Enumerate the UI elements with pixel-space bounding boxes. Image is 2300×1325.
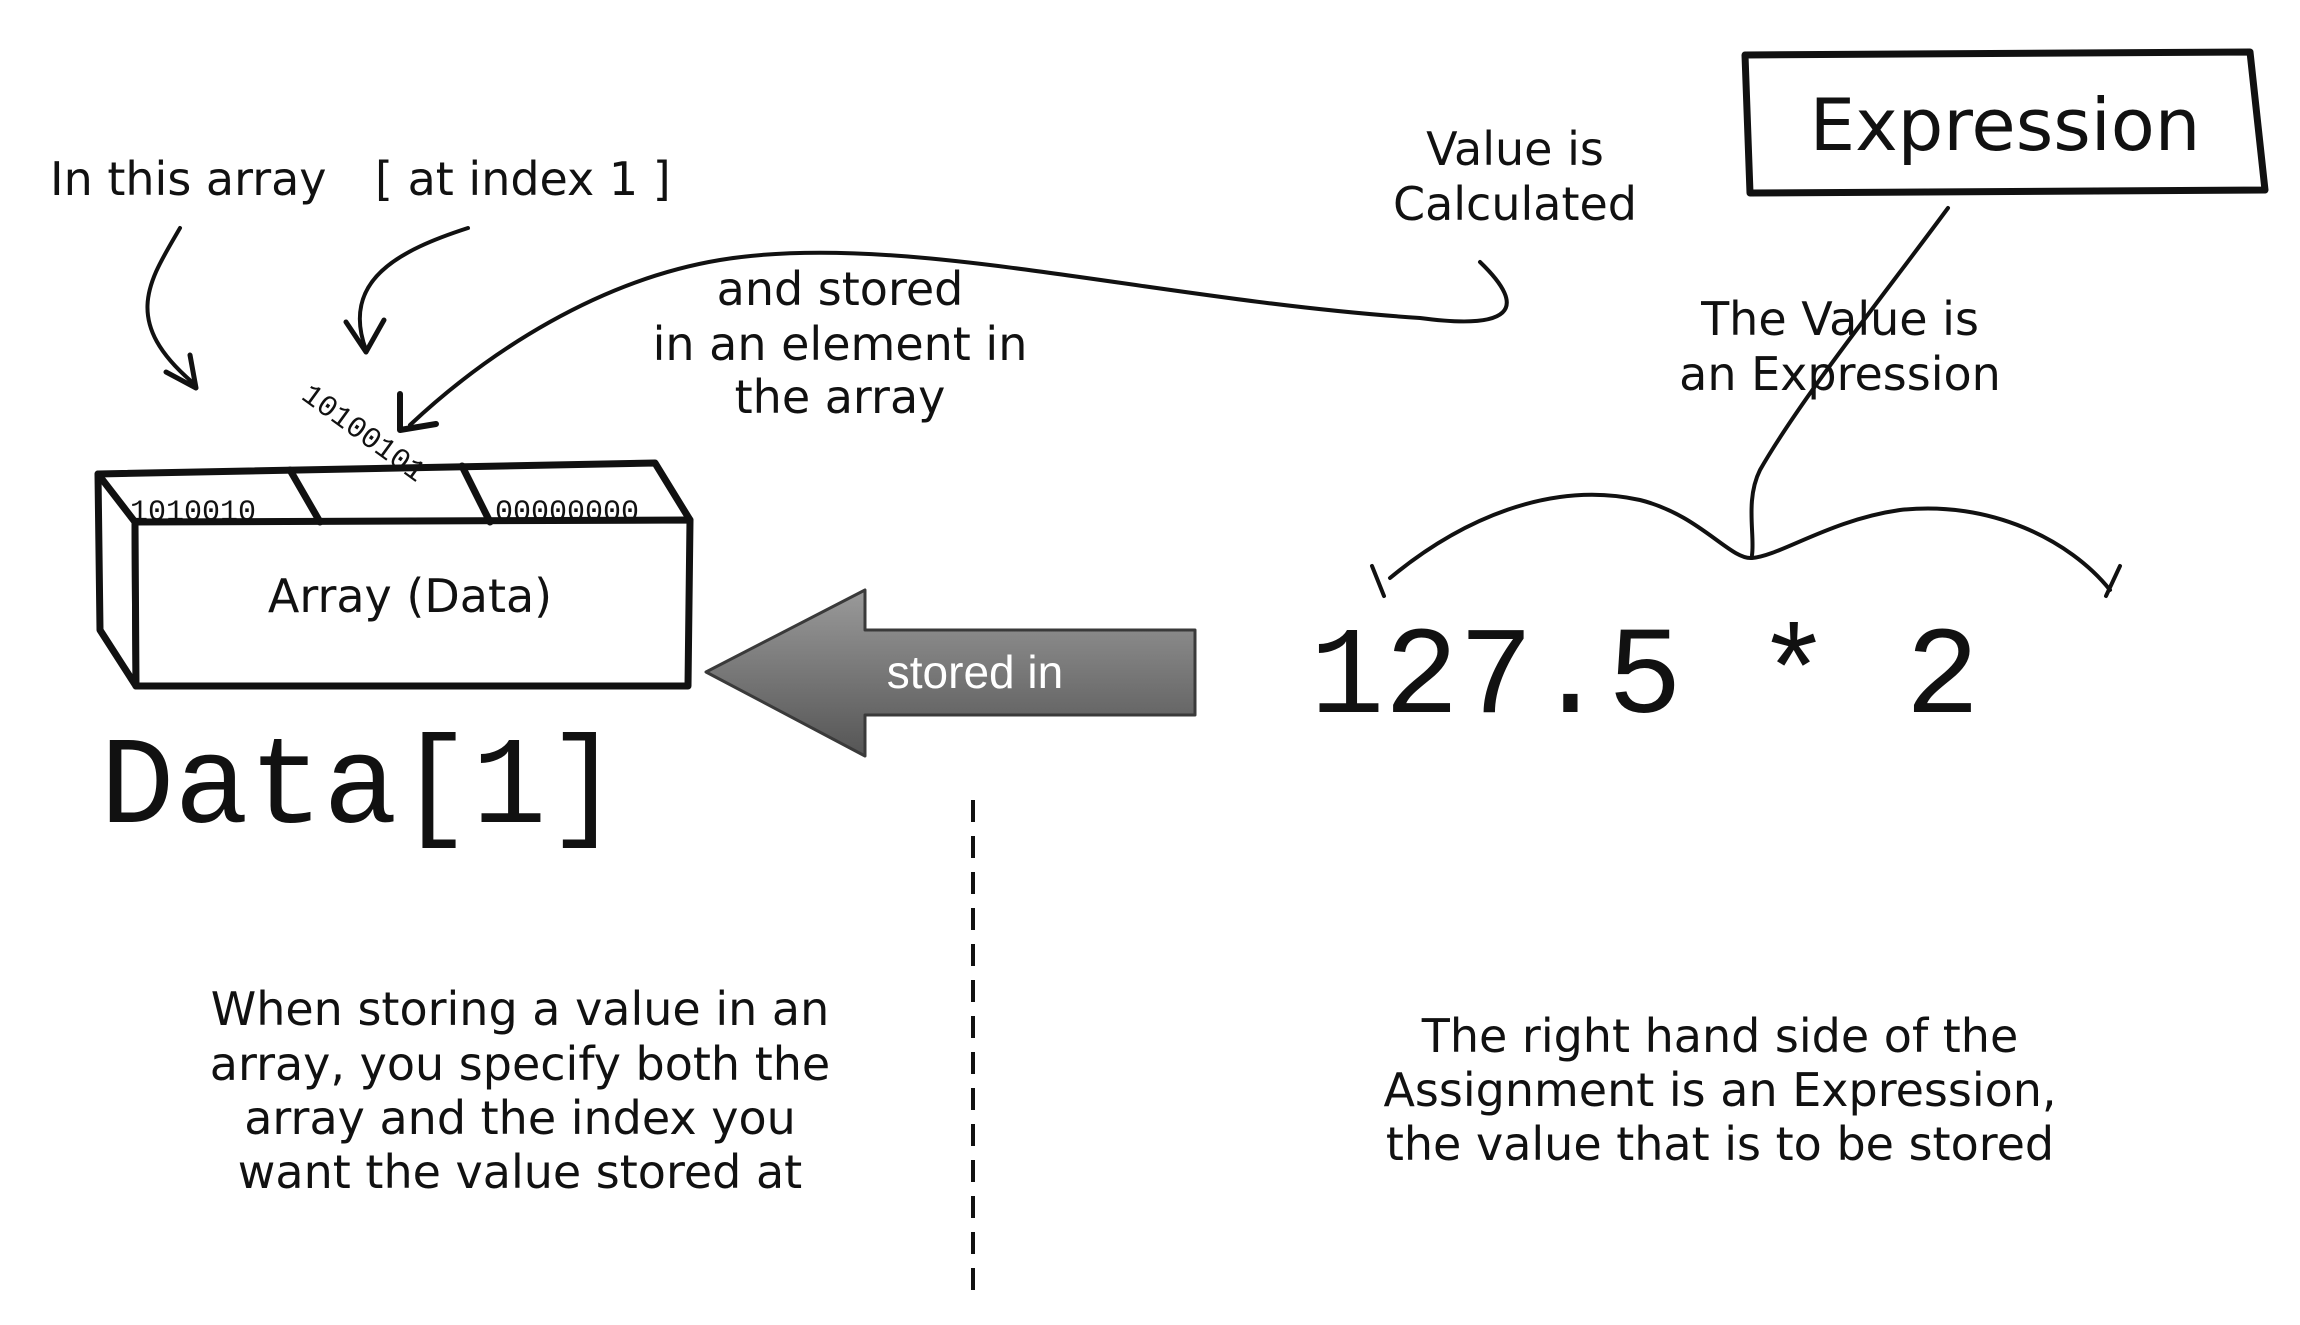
array-bits-stored: 10100101 [294, 379, 431, 491]
array-bits-right: 00000000 [495, 496, 639, 530]
array-bits-left: 1010010 [130, 496, 256, 530]
and-stored-line3: the array [735, 370, 946, 424]
assignment-expression: 127.5 * 2 [1310, 610, 1980, 750]
array-pointer-arrow [145, 226, 194, 384]
svg-text:array, you specify both the: array, you specify both the [210, 1037, 830, 1091]
array-box-label: Array (Data) [268, 569, 552, 623]
svg-text:Assignment is an Expression,: Assignment is an Expression, [1383, 1063, 2056, 1117]
value-is-expression-line2: an Expression [1679, 347, 2001, 401]
stored-in-label: stored in [887, 646, 1063, 698]
left-caption: When storing a value in an array, you sp… [210, 982, 830, 1199]
svg-text:When storing a value in an: When storing a value in an [211, 982, 830, 1036]
stored-in-arrow [704, 588, 1197, 758]
array-pointer-arrowhead [163, 352, 199, 391]
svg-text:want the value stored at: want the value stored at [238, 1145, 802, 1199]
expression-brace [1388, 492, 2112, 592]
value-calculated-line1: Value is [1426, 122, 1604, 176]
and-stored-line2: in an element in [653, 317, 1028, 371]
and-stored-line1: and stored [717, 262, 964, 316]
in-this-array-label: In this array [50, 152, 327, 206]
right-caption: The right hand side of the Assignment is… [1383, 1009, 2056, 1171]
svg-text:array and the index you: array and the index you [244, 1091, 796, 1145]
svg-text:the value that is to be stored: the value that is to be stored [1386, 1117, 2054, 1171]
index-pointer-arrow [358, 226, 470, 352]
expression-box-label: Expression [1810, 83, 2201, 167]
index-pointer-arrowhead [343, 317, 387, 355]
calculated-to-element-arrow [408, 250, 1509, 427]
value-calculated-line2: Calculated [1393, 177, 1637, 231]
expression-brace-left-tick [1370, 564, 1386, 598]
array-box [94, 459, 694, 690]
assignment-target: Data[1] [100, 720, 621, 860]
expression-brace-right-tick [2104, 564, 2122, 598]
at-index-label: [ at index 1 ] [375, 152, 671, 206]
svg-text:The right hand side of the: The right hand side of the [1421, 1009, 2019, 1063]
calculated-to-element-arrowhead [397, 391, 439, 433]
expression-box [1741, 48, 2269, 197]
value-is-expression-line1: The Value is [1700, 292, 1979, 346]
expression-pointer-line [1749, 206, 1950, 557]
